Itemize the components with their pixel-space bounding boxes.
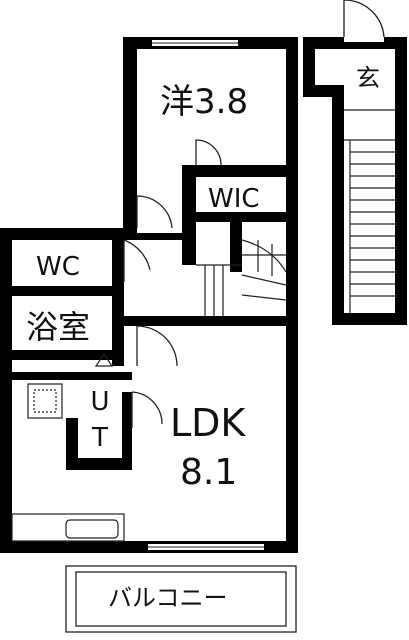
label-entrance: 玄 (356, 64, 380, 92)
label-wic: WIC (208, 184, 260, 214)
label-ldk-size: 8.1 (180, 452, 237, 493)
tower-stairs (344, 109, 395, 313)
label-ldk: LDK (170, 401, 246, 445)
label-balcony: バルコニー (108, 584, 228, 612)
center-stairs (196, 239, 287, 316)
door-swings (123, 0, 385, 428)
window-lines (148, 42, 264, 548)
fixtures (11, 352, 125, 542)
label-ut-char: U (90, 387, 109, 417)
walls (0, 37, 407, 553)
label-wc: WC (36, 252, 80, 282)
balcony (65, 565, 297, 633)
label-ut-char: T (91, 423, 108, 453)
label-bath: 浴室 (26, 308, 90, 346)
label-western-room: 洋3.8 (160, 82, 248, 122)
